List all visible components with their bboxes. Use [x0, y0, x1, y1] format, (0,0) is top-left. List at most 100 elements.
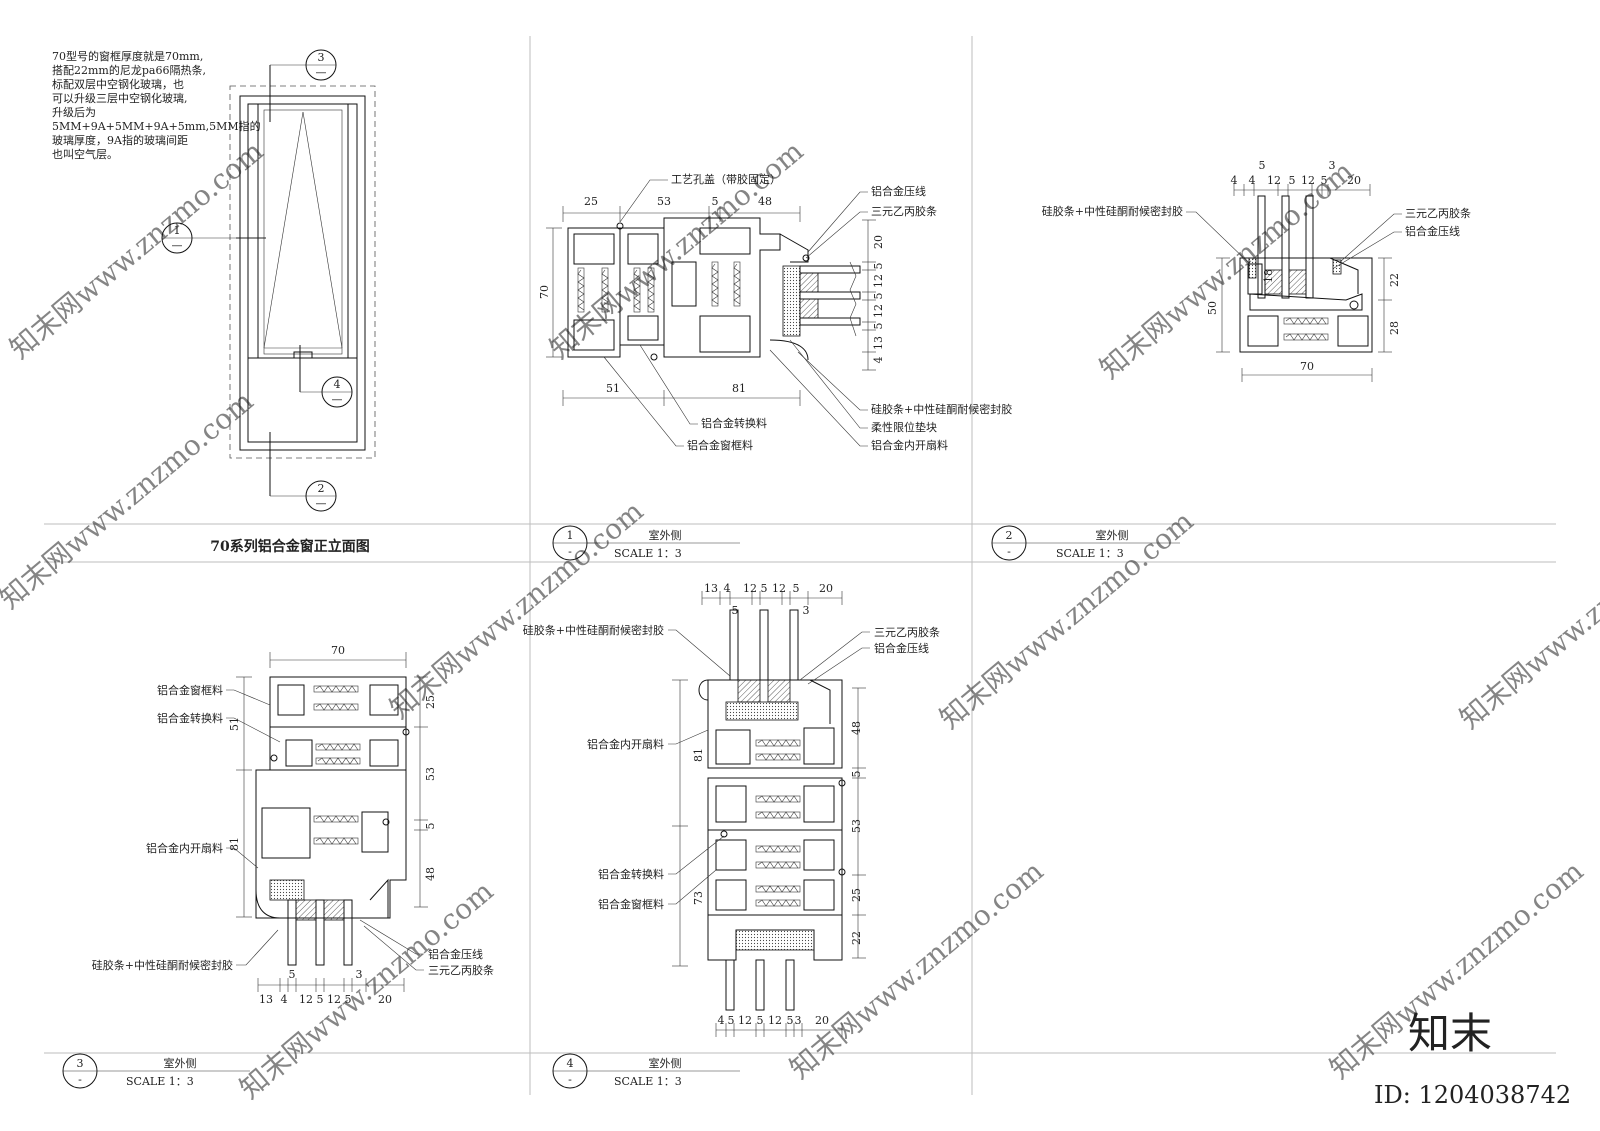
svg-text:53: 53 — [657, 195, 671, 208]
svg-text:12: 12 — [768, 1014, 782, 1027]
svg-text:13: 13 — [704, 582, 718, 595]
glass-pane — [315, 899, 325, 966]
note-line: 也叫空气层。 — [52, 147, 118, 161]
watermark-text: 知末网www.znzmo.com — [1453, 504, 1600, 735]
svg-text:5: 5 — [317, 993, 324, 1006]
svg-text:12: 12 — [743, 582, 757, 595]
label: 铝合金压线 — [428, 947, 483, 961]
svg-text:2: 2 — [318, 482, 325, 495]
detail-3: 70 25 5 3 5 48 51 81 — [62, 644, 494, 1089]
svg-text:5: 5 — [728, 1014, 735, 1027]
svg-text:5: 5 — [793, 582, 800, 595]
svg-text:—: — — [172, 239, 183, 252]
detail-1-leaders: 工艺孔盖（带胶固定） 铝合金压线 三元乙丙胶条 硅胶条+中性硅酮耐候密封胶 柔性… — [603, 172, 1012, 452]
label: 铝合金压线 — [874, 641, 929, 655]
glass-pane — [799, 265, 861, 274]
svg-text:12: 12 — [1267, 174, 1281, 187]
note-line: 玻璃厚度，9A指的玻璃间距 — [52, 133, 188, 147]
svg-text:12: 12 — [1301, 174, 1315, 187]
window-outline — [229, 85, 376, 459]
svg-text:70: 70 — [331, 644, 345, 657]
watermark-text: 知末网www.znzmo.com — [1093, 154, 1359, 385]
svg-text:1: 1 — [567, 529, 574, 542]
label: 铝合金内开扇料 — [146, 841, 223, 855]
detail-2-profile: 18 — [1239, 195, 1373, 353]
window-sash — [257, 103, 349, 359]
detail-4-dims: 13 4 12 5 12 5 20 5 3 48 5 53 25 22 8 — [672, 582, 866, 1037]
label: 硅胶条+中性硅酮耐候密封胶 — [871, 402, 1012, 416]
detail-1: 25 53 5 48 51 81 70 20 5 — [538, 172, 1012, 561]
svg-text:51: 51 — [228, 717, 241, 731]
detail-4-title: 4 - 室外侧 SCALE 1：3 — [552, 1053, 740, 1089]
svg-text:5: 5 — [1259, 159, 1266, 172]
glass-pane — [799, 317, 861, 326]
label: 柔性限位垫块 — [871, 420, 937, 434]
svg-text:12: 12 — [872, 304, 885, 318]
svg-text:5: 5 — [1289, 174, 1296, 187]
glass-pane — [1281, 195, 1290, 299]
svg-text:53: 53 — [850, 819, 863, 833]
glass-pane — [789, 609, 799, 681]
svg-text:SCALE 1：3: SCALE 1：3 — [126, 1075, 194, 1088]
opening-indicator — [263, 111, 304, 349]
label: 铝合金转换料 — [598, 867, 664, 881]
label: 硅胶条+中性硅酮耐候密封胶 — [523, 623, 664, 637]
label: 铝合金窗框料 — [157, 683, 223, 697]
svg-text:25: 25 — [850, 888, 863, 902]
label: 三元乙丙胶条 — [874, 625, 940, 639]
svg-text:5: 5 — [872, 323, 885, 330]
svg-text:25: 25 — [424, 695, 437, 709]
svg-text:4: 4 — [718, 1014, 725, 1027]
label: 铝合金压线 — [1405, 224, 1460, 238]
label: 三元乙丙胶条 — [871, 204, 937, 218]
sheet-grid — [44, 36, 1556, 1095]
brand-id: ID: 1204038742 — [1374, 1081, 1571, 1109]
label: 铝合金窗框料 — [598, 897, 664, 911]
note-line: 搭配22mm的尼龙pa66隔热条, — [52, 63, 206, 77]
glass-pane — [759, 609, 769, 681]
svg-text:—: — — [332, 393, 343, 406]
svg-text:3: 3 — [77, 1057, 84, 1070]
brand-block: 知末 ID: 1204038742 — [1374, 1009, 1571, 1109]
svg-text:20: 20 — [815, 1014, 829, 1027]
spacer-block — [782, 265, 801, 337]
svg-text:13: 13 — [872, 336, 885, 350]
elevation-view: 70型号的窗框厚度就是70mm, 搭配22mm的尼龙pa66隔热条, 标配双层中… — [52, 49, 376, 555]
svg-text:4: 4 — [872, 357, 885, 364]
svg-text:12: 12 — [872, 274, 885, 288]
svg-text:12: 12 — [327, 993, 341, 1006]
svg-text:4: 4 — [567, 1057, 574, 1070]
svg-text:5: 5 — [872, 263, 885, 270]
glass-pane — [755, 959, 765, 1011]
note-line: 标配双层中空钢化玻璃，也 — [52, 77, 184, 91]
note-line: 可以升级三层中空钢化玻璃, — [52, 91, 188, 105]
glass-pane — [725, 959, 735, 1011]
detail-4-profile — [698, 609, 846, 1011]
label: 铝合金转换料 — [157, 711, 223, 725]
watermark-text: 知末网www.znzmo.com — [383, 494, 649, 725]
label: 三元乙丙胶条 — [428, 963, 494, 977]
detail-4-leaders: 硅胶条+中性硅酮耐候密封胶 三元乙丙胶条 铝合金压线 铝合金内开扇料 铝合金转换… — [523, 623, 940, 911]
svg-text:室外侧: 室外侧 — [649, 1056, 682, 1070]
detail-3-title: 3 - 室外侧 SCALE 1：3 — [62, 1053, 250, 1089]
note-line: 70型号的窗框厚度就是70mm, — [52, 49, 203, 63]
label: 铝合金内开扇料 — [871, 438, 948, 452]
svg-text:70: 70 — [1300, 360, 1314, 373]
svg-text:73: 73 — [692, 891, 705, 905]
svg-text:5: 5 — [345, 993, 352, 1006]
svg-text:4: 4 — [1231, 174, 1238, 187]
svg-text:48: 48 — [850, 721, 863, 735]
svg-text:-: - — [78, 1073, 82, 1086]
svg-text:3: 3 — [803, 604, 810, 617]
detail-1-title: 1 - 室外侧 SCALE 1：3 — [552, 525, 740, 561]
svg-text:22: 22 — [850, 931, 863, 945]
svg-text:70: 70 — [538, 285, 551, 299]
detail-3-profile — [255, 676, 410, 966]
label: 三元乙丙胶条 — [1405, 206, 1471, 220]
svg-text:5: 5 — [757, 1014, 764, 1027]
svg-text:13: 13 — [259, 993, 273, 1006]
svg-text:81: 81 — [228, 837, 241, 851]
svg-text:室外侧: 室外侧 — [1096, 528, 1129, 542]
watermark-text: 知末网www.znzmo.com — [0, 384, 260, 615]
svg-text:48: 48 — [424, 867, 437, 881]
